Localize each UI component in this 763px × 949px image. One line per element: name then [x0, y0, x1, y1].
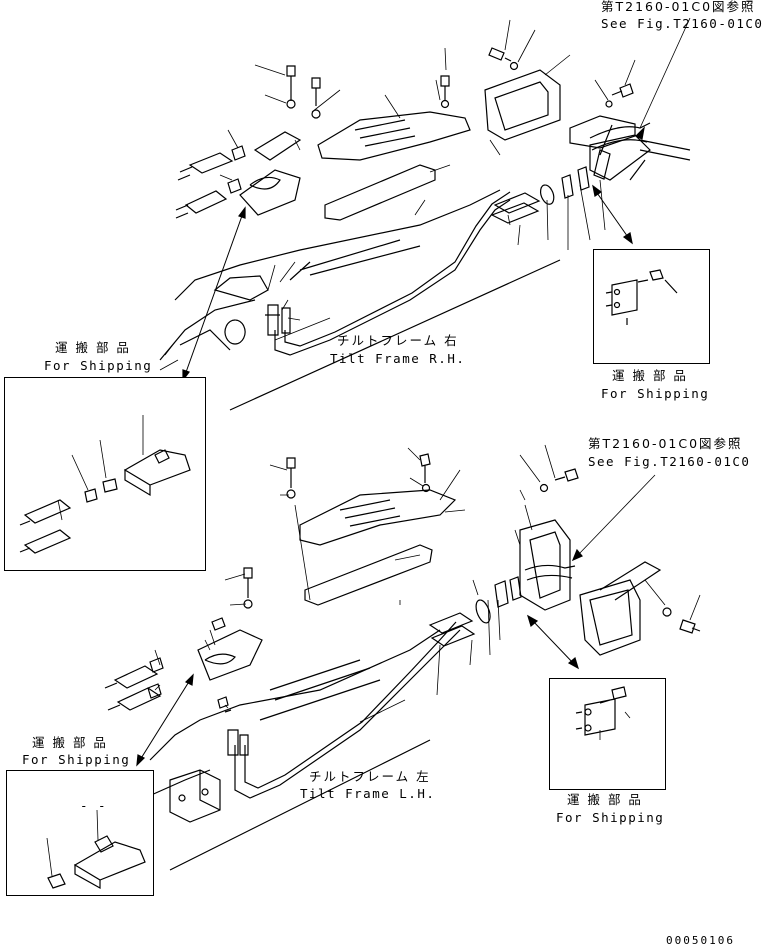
leader-lines-upper — [219, 19, 636, 321]
cover-plate-rh-1 — [317, 111, 471, 161]
fitting — [107, 687, 162, 711]
shipping-label-3-en: For Shipping — [22, 752, 131, 767]
tilt-frame-rh — [159, 189, 561, 411]
shipping-label-3-jp: 運 搬 部 品 — [32, 735, 108, 750]
inset-dashes: - - — [80, 798, 108, 813]
shipping-label-4-jp: 運 搬 部 品 — [567, 792, 643, 807]
upper-assembly — [159, 17, 691, 411]
fitting — [175, 190, 228, 219]
figure-code: 00050106 — [666, 934, 735, 947]
fitting — [490, 192, 541, 224]
bolt — [311, 77, 321, 106]
cover-plate-lh-2 — [304, 544, 433, 606]
lower-assembly — [104, 444, 701, 871]
tilt-frame-lh-jp: チルトフレーム 左 — [309, 769, 431, 784]
clamp-lh — [579, 579, 641, 656]
shipping-box-bottom-left — [6, 770, 154, 896]
housing-lh — [519, 519, 571, 611]
ref-mid-jp: 第T2160-01C0図参照 — [588, 436, 743, 451]
bolt — [286, 457, 296, 488]
cover-plate-lh-1 — [299, 489, 457, 546]
hose-lh — [234, 621, 461, 799]
tilt-frame-rh-en: Tilt Frame R.H. — [330, 351, 466, 366]
bolt — [419, 453, 431, 483]
ref-top-en: See Fig.T2160-01C0 — [601, 16, 763, 31]
cover-plate-rh-2 — [324, 164, 436, 221]
bolt — [679, 619, 701, 634]
tilt-frame-lh — [139, 629, 441, 871]
shipping-label-1-jp: 運 搬 部 品 — [55, 340, 131, 355]
shipping-label-4-en: For Shipping — [556, 810, 665, 825]
ref-mid-en: See Fig.T2160-01C0 — [588, 454, 751, 469]
fitting — [428, 612, 476, 647]
fitting — [177, 152, 234, 181]
tilt-frame-rh-jp: チルトフレーム 右 — [337, 333, 459, 348]
bolt — [286, 65, 296, 101]
shipping-label-2-jp: 運 搬 部 品 — [612, 368, 688, 383]
clamp-rh — [484, 69, 561, 141]
shipping-label-1-en: For Shipping — [44, 358, 153, 373]
hose-rh — [274, 191, 511, 356]
bolt — [440, 75, 450, 101]
leader-lines-lower — [154, 444, 701, 723]
bolt — [554, 468, 579, 482]
bolt — [611, 83, 634, 98]
shipping-box-bottom-right — [549, 678, 666, 790]
tilt-frame-lh-en: Tilt Frame L.H. — [300, 786, 436, 801]
fitting — [104, 665, 159, 689]
ref-top-jp: 第T2160-01C0図参照 — [601, 0, 756, 14]
shipping-label-2-en: For Shipping — [601, 386, 710, 401]
block-lh — [169, 769, 221, 823]
